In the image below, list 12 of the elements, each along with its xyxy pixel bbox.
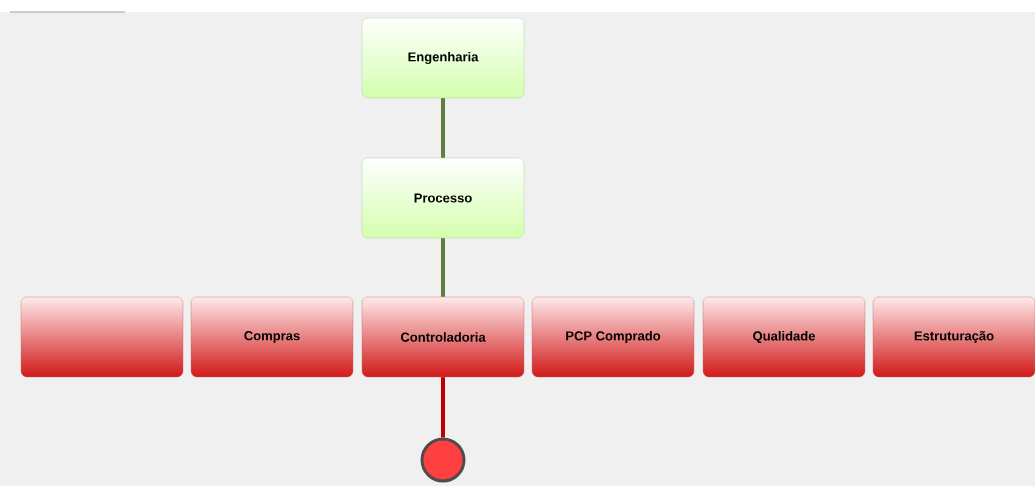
process-box: Processo	[361, 157, 525, 239]
connector-line	[441, 238, 445, 297]
department-box: Controladoria	[361, 296, 525, 378]
department-box	[20, 296, 184, 378]
department-box: PCP Comprado	[531, 296, 695, 378]
connector-line	[441, 377, 445, 438]
department-box: Qualidade	[702, 296, 866, 378]
process-box: Engenharia	[361, 17, 525, 99]
department-box: Compras	[190, 296, 354, 378]
end-circle	[420, 437, 466, 483]
connector-line	[441, 98, 445, 158]
department-box: Estruturação	[872, 296, 1035, 378]
